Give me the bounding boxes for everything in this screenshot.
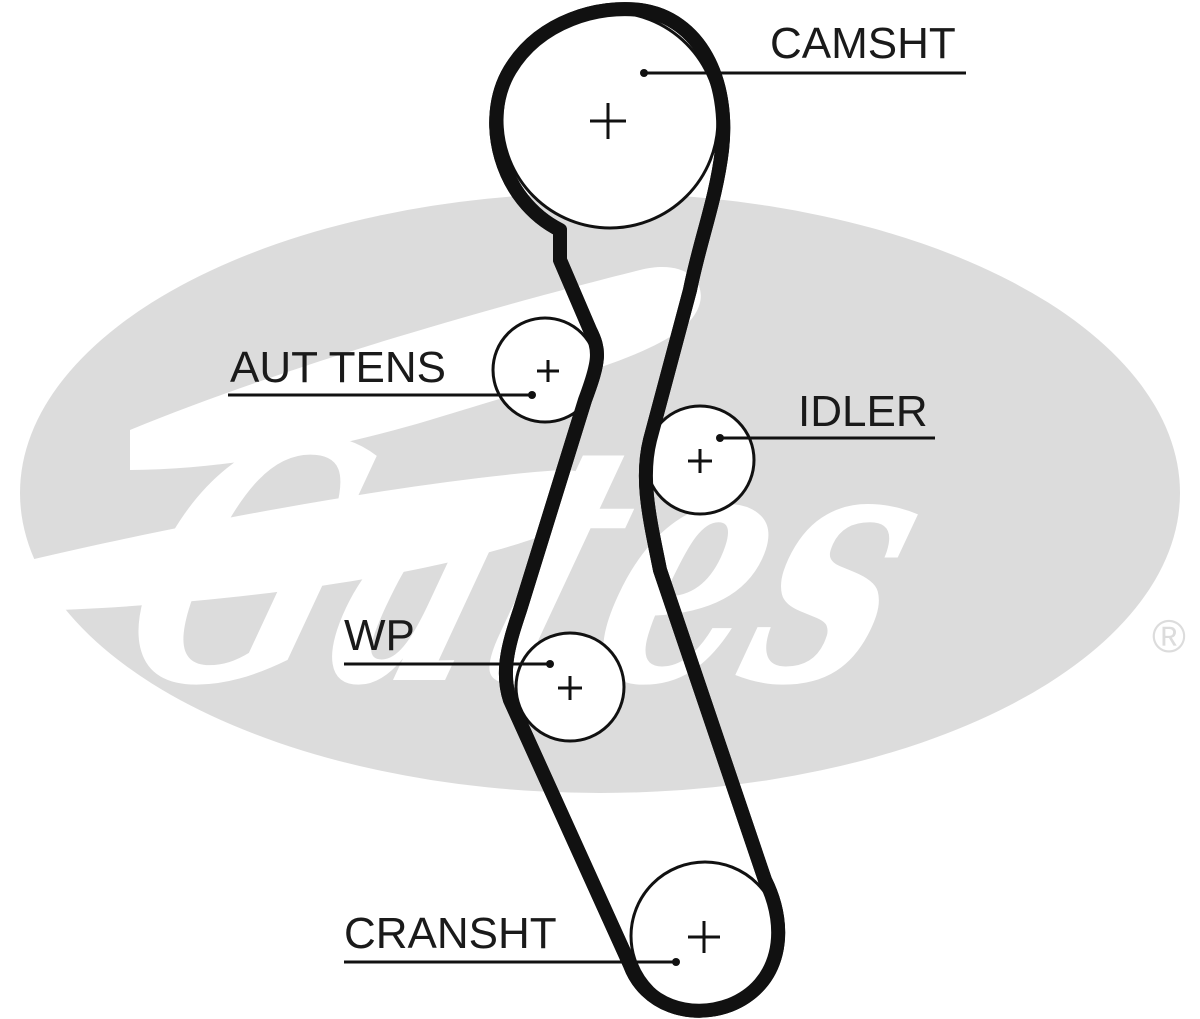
water-pump-callout: WP <box>344 611 554 668</box>
idler-label: IDLER <box>798 387 928 436</box>
water-pump-label: WP <box>344 611 415 660</box>
camshaft-center-mark <box>590 103 626 139</box>
crankshaft-leader-dot <box>672 958 680 966</box>
auto-tensioner-callout: AUT TENS <box>228 343 536 399</box>
crankshaft-callout: CRANSHT <box>344 909 680 966</box>
water-pump-center-mark <box>558 676 582 700</box>
crankshaft-label: CRANSHT <box>344 909 557 958</box>
idler-pulley <box>644 404 756 516</box>
water-pump-pulley <box>514 631 626 743</box>
camshaft-label: CAMSHT <box>770 19 956 68</box>
camshaft-callout: CAMSHT <box>640 19 966 77</box>
registered-mark: ® <box>1152 610 1186 662</box>
auto-tensioner-leader-dot <box>528 391 536 399</box>
crankshaft-center-mark <box>688 921 720 953</box>
auto-tensioner-label: AUT TENS <box>230 343 446 392</box>
idler-leader-dot <box>716 434 724 442</box>
auto-tensioner-center-mark <box>537 360 559 382</box>
camshaft-leader-dot <box>640 69 648 77</box>
timing-belt-overlay <box>489 2 786 1018</box>
logo-ellipse <box>20 193 1180 793</box>
idler-callout: IDLER <box>716 387 935 442</box>
logo-swoosh <box>30 267 701 610</box>
water-pump-leader-dot <box>546 660 554 668</box>
idler-center-mark <box>688 449 712 473</box>
